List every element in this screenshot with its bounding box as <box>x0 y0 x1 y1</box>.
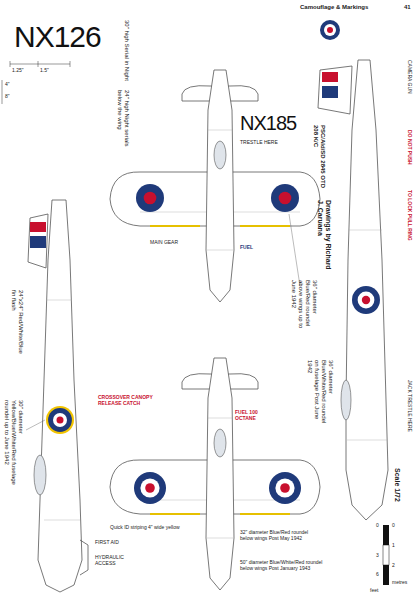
label-text: 36" diameter Blue/Red roundel above wing… <box>290 280 318 340</box>
label-text: HYDRAULIC ACCESS <box>95 555 140 567</box>
label-text: feet <box>370 588 378 594</box>
label-text: 1 <box>392 543 395 549</box>
label-text: DO NOT PUSH <box>406 130 412 185</box>
label-text: NX185 <box>240 112 296 135</box>
label-text: Drawings by Richard J. Caruana <box>316 200 332 270</box>
label-text: 2 <box>392 563 395 569</box>
label-text: Quick ID striping 4" wide yellow <box>110 525 180 531</box>
label-text: NX126 <box>14 20 101 55</box>
label-text: 8" <box>5 94 10 100</box>
label-text: 0 <box>392 523 395 529</box>
label-text: FUEL 100 OCTANE <box>235 410 275 422</box>
label-text: 1.5" <box>40 68 49 74</box>
label-text: 24"x24" Red/White/Blue fin flash <box>10 290 24 360</box>
label-text: FUEL <box>240 245 253 251</box>
label-text: JACK TRESTLE HERE <box>406 380 412 440</box>
label-text: CROSSOVER CANOPY RELEASE CATCH <box>98 395 158 407</box>
label-text: Camouflage & Markings <box>300 4 368 11</box>
label-text: MAIN GEAR <box>150 240 178 246</box>
label-text: 0 <box>376 523 379 529</box>
label-text: FIRST AID <box>95 540 119 546</box>
label-text: 32" diameter Blue/Red roundel below wing… <box>240 530 320 542</box>
label-text: 24" high Night serials below the wing <box>116 90 130 160</box>
label-text: 30" diameter Yellow/Blue/White/Red fusel… <box>3 400 24 490</box>
label-text: 4" <box>5 82 10 88</box>
label-text: CAMERA GUN <box>406 60 412 110</box>
label-text: 30" high Serial in Night <box>123 20 130 90</box>
label-text: 50" diameter Blue/White/Red roundel belo… <box>240 560 330 572</box>
label-text: 6 <box>376 572 379 578</box>
label-text: 3 <box>376 553 379 559</box>
label-text: 1.25" <box>12 68 24 74</box>
label-text: Scale 1/72 <box>393 468 401 523</box>
label-text: TO LOCK PULL RING <box>406 190 412 250</box>
label-text: 36" diameter Blue/White/Red roundel on f… <box>306 360 334 430</box>
lower-plan-view <box>110 358 320 590</box>
label-text: TRESTLE HERE <box>240 140 278 146</box>
label-text: PSC/Ald/SD 2845 OTD 208 K/C <box>312 125 326 195</box>
upper-plan-view <box>110 70 320 302</box>
label-text: metres <box>392 580 407 586</box>
fin <box>318 66 352 114</box>
label-text: 41 <box>404 4 411 11</box>
side-profile <box>346 60 388 520</box>
fin <box>28 214 48 268</box>
side-profile <box>38 200 82 592</box>
